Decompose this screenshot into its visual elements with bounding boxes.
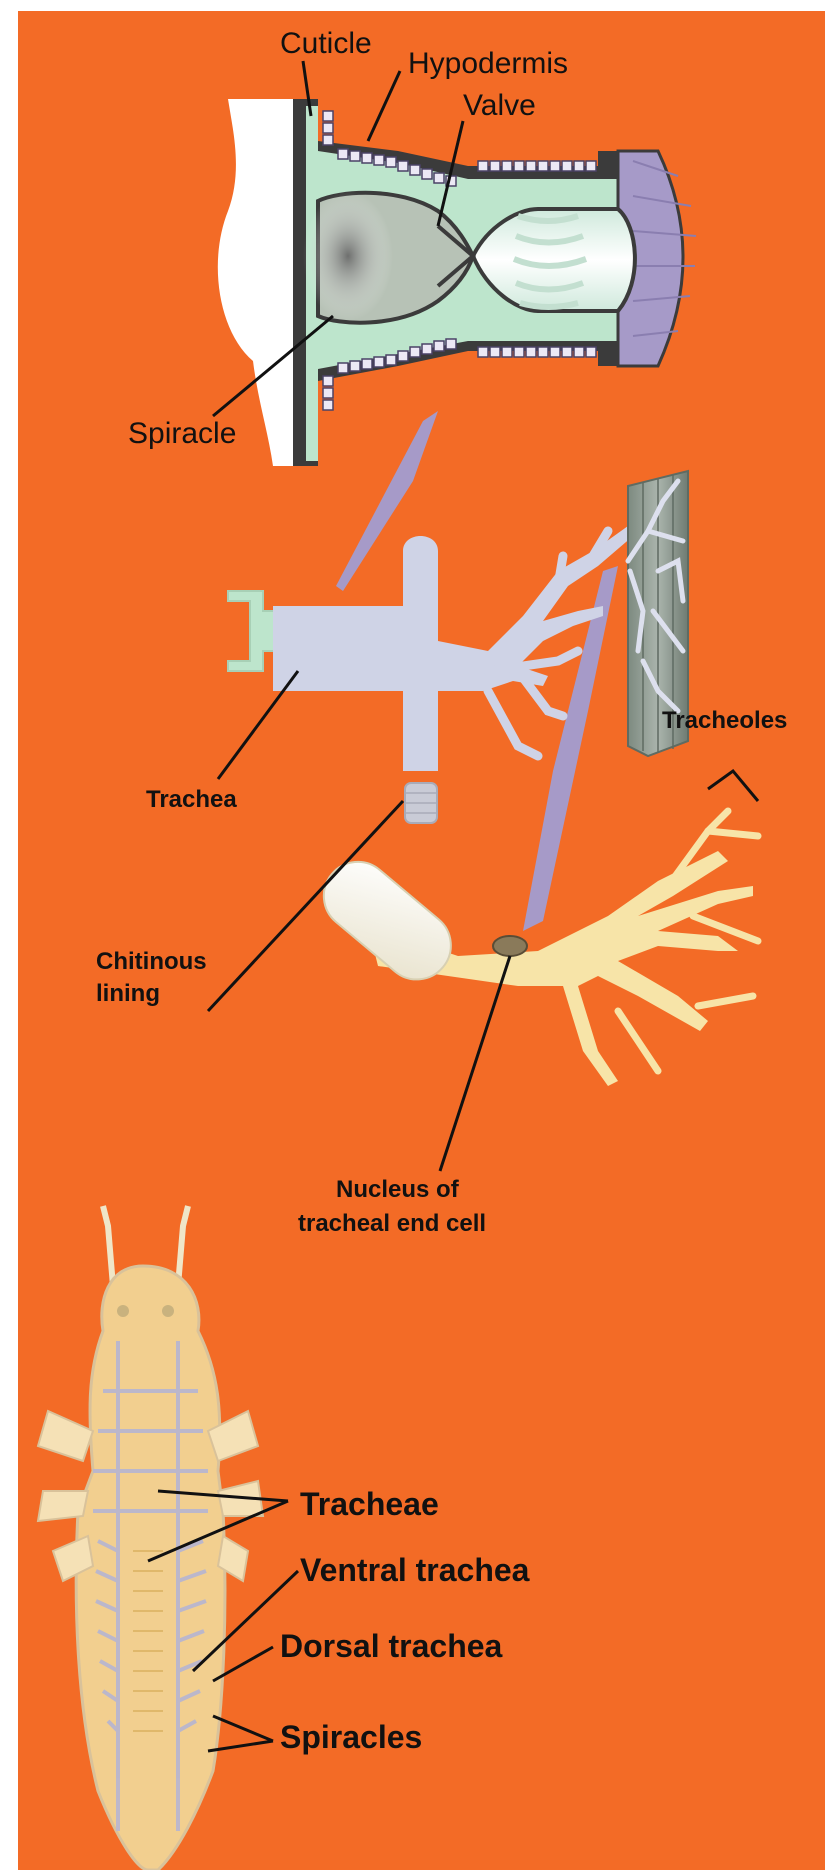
label-ventral-trachea: Ventral trachea: [300, 1552, 530, 1588]
diagram-canvas: Cuticle Hypodermis Valve Spiracle Trache…: [18, 11, 825, 1870]
tracheal-system-diagram: Cuticle Hypodermis Valve Spiracle Trache…: [18, 11, 825, 1870]
label-cuticle: Cuticle: [280, 27, 372, 60]
larva-eye-left: [117, 1305, 129, 1317]
label-dorsal-trachea: Dorsal trachea: [280, 1628, 503, 1664]
end-cell-nucleus: [493, 936, 527, 956]
label-nucleus-line1: Nucleus of: [336, 1176, 460, 1203]
label-spiracle: Spiracle: [128, 417, 236, 450]
label-tracheae: Tracheae: [300, 1486, 439, 1522]
larva-body: [76, 1266, 225, 1870]
label-chitinous-line1: Chitinous: [96, 948, 207, 975]
label-trachea: Trachea: [146, 786, 237, 813]
larva-eye-right: [162, 1305, 174, 1317]
chamber-shadow: [303, 191, 393, 321]
label-hypodermis: Hypodermis: [408, 47, 568, 80]
label-nucleus-line2: tracheal end cell: [298, 1210, 486, 1237]
label-chitinous-line2: lining: [96, 980, 160, 1007]
label-tracheoles: Tracheoles: [662, 707, 787, 734]
label-valve: Valve: [463, 89, 536, 122]
label-spiracles: Spiracles: [280, 1719, 422, 1755]
